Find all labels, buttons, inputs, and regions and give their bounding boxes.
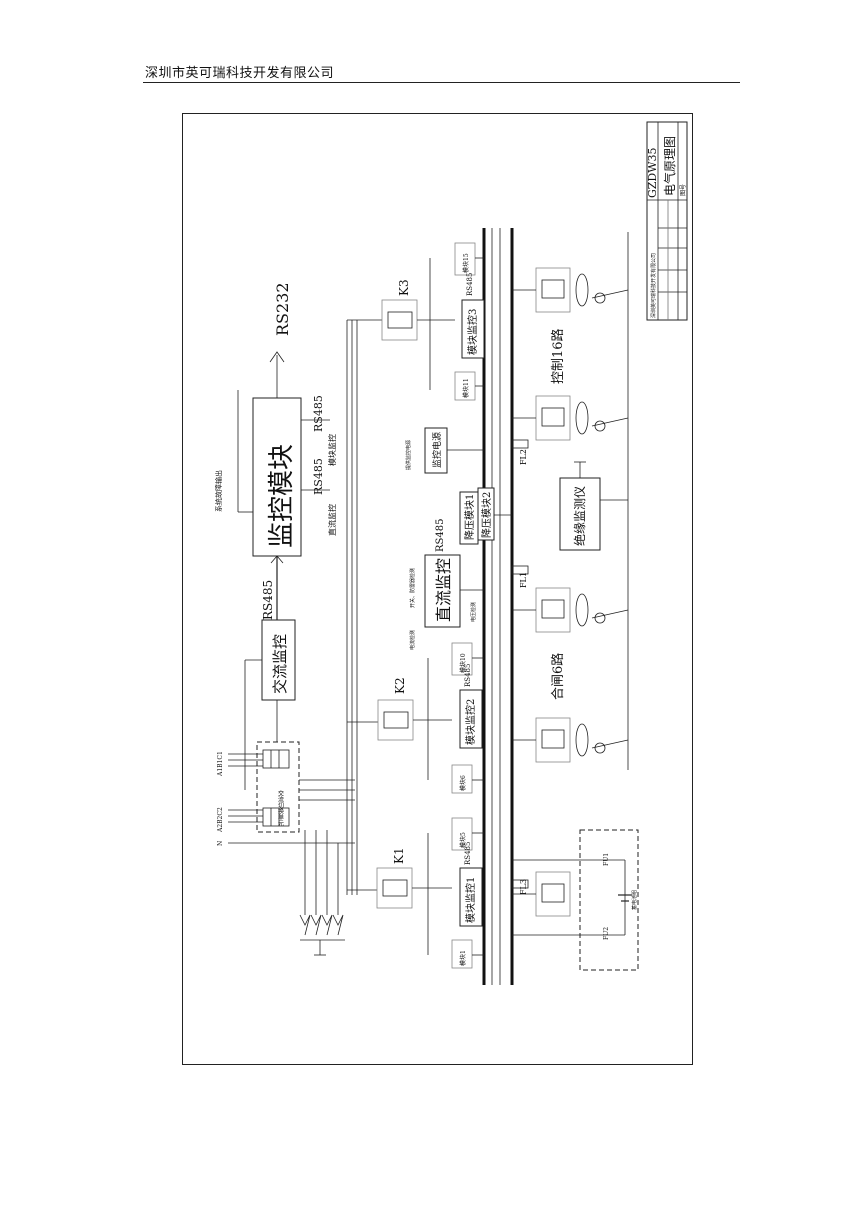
n-label: N <box>217 841 224 846</box>
k2-rs485-label: RS485 <box>464 664 472 687</box>
insulation-box <box>559 477 601 551</box>
dc-monitor-section: 直流监控 RS485 电流检测 开关、防雷器检测 电压检测 降压模块1 降压模块… <box>405 427 512 650</box>
step-down2-box <box>477 487 495 541</box>
ac-switch-unit-label: 交流切换单元 <box>277 789 284 827</box>
dc-monitor-box <box>424 554 461 628</box>
k3-mod-b: 模块15 <box>462 253 470 273</box>
battery-pos-label: FU1 <box>603 853 610 866</box>
module-group-k1: K1 模块5 模块1 模块监控1 RS485 <box>376 817 484 969</box>
insulation-label: 绝缘监测仪 <box>572 486 587 546</box>
monitor-power-label: 监控电源 <box>431 432 443 468</box>
fuse-fl2-label: FL2 <box>519 449 528 465</box>
module-monitor-link-label: 模块监控 <box>327 434 337 466</box>
page-header: 深圳市英可瑞科技开发有限公司 <box>143 58 740 83</box>
rs485-dc-label: RS485 <box>312 458 325 495</box>
title-block: GZDW35 电气原理图 深圳英可瑞科技开发有限公司 图号 <box>646 121 688 321</box>
power-protect-label: 提供监控电源 <box>405 440 412 470</box>
k1-mod-b: 模块5 <box>459 832 467 848</box>
title-drawing-name: 电气原理图 <box>662 136 677 196</box>
ac-monitor-label: 交流监控 <box>271 634 289 694</box>
company-name: 深圳市英可瑞科技开发有限公司 <box>145 66 335 81</box>
dc-monitor-label: 直流监控 <box>434 558 453 622</box>
fuse-fl3-label: FL3 <box>519 879 528 895</box>
k3-mod-a: 模块11 <box>462 378 470 398</box>
step-down1-label: 降压模块1 <box>463 494 476 540</box>
closing-output-label: 合闸6路 <box>550 653 566 700</box>
k2-label: K2 <box>393 677 407 694</box>
title-drawing-no: GZDW35 <box>646 147 659 198</box>
ac-section: 交流监控 交流切换单元 A1B1C1 A2B2C2 N <box>217 619 355 956</box>
ac-input2-label: A2B2C2 <box>217 807 224 833</box>
voltage-detect-label: 电压检测 <box>470 602 477 622</box>
module-group-k2: K2 模块10 模块6 模块监控2 RS485 <box>377 642 484 794</box>
battery-group: FU1 FU2 蓄电池组 <box>512 829 639 971</box>
ac-distribution <box>346 319 400 895</box>
k3-label: K3 <box>397 279 411 296</box>
monitor-power-box <box>424 427 448 474</box>
rs232-label: RS232 <box>273 282 292 336</box>
k2-monitor-label: 模块监控2 <box>464 699 477 745</box>
step-down2-label: 降压模块2 <box>480 492 493 538</box>
ac-monitor-box <box>261 619 296 701</box>
battery-box <box>579 829 639 971</box>
k3-rs485-label: RS485 <box>466 273 474 296</box>
k2-mod-b: 模块10 <box>459 653 467 673</box>
k1-label: K1 <box>392 847 406 864</box>
dc-monitor-link-label: 直流监控 <box>327 504 337 536</box>
drawing-frame <box>182 113 693 1065</box>
rs485-mod-label: RS485 <box>312 395 325 432</box>
dc-rs485-label: RS485 <box>435 519 446 552</box>
ac-input1-label: A1B1C1 <box>217 751 224 777</box>
title-sheet-label: 图号 <box>680 184 687 196</box>
fuse-fl1-label: FL1 <box>519 572 528 588</box>
battery-neg-label: FU2 <box>603 927 610 940</box>
k3-monitor-label: 模块监控3 <box>466 309 479 355</box>
control-output-label: 控制16路 <box>550 328 566 384</box>
fault-output-label: 系统故障输出 <box>214 470 223 512</box>
fuses: FL2 FL1 FL3 <box>511 439 529 895</box>
k2-mod-a: 模块6 <box>459 775 467 791</box>
ac-switch-unit-box <box>256 741 300 833</box>
k1-rs485-label: RS485 <box>464 842 472 865</box>
monitor-module-label: 监控模块 <box>267 444 297 548</box>
rs485-in-label: RS485 <box>261 580 275 620</box>
output-feeders: 控制16路 合闸6路 绝缘监测仪 <box>512 267 629 917</box>
monitor-module-box <box>252 397 302 557</box>
battery-label: 蓄电池组 <box>631 890 638 910</box>
current-detect-label: 电流检测 <box>409 630 416 650</box>
monitor-module-block: 监控模块 RS232 系统故障输出 RS485 直流监控 RS485 模块监控 … <box>214 282 337 620</box>
k1-mod-a: 模块1 <box>459 950 467 966</box>
module-group-k3: K3 模块15 模块11 模块监控3 RS485 <box>381 242 485 401</box>
switch-detect-label: 开关、防雷器检测 <box>409 568 416 608</box>
title-company: 深圳英可瑞科技开发有限公司 <box>650 253 657 318</box>
k1-monitor-label: 模块监控1 <box>464 877 477 923</box>
